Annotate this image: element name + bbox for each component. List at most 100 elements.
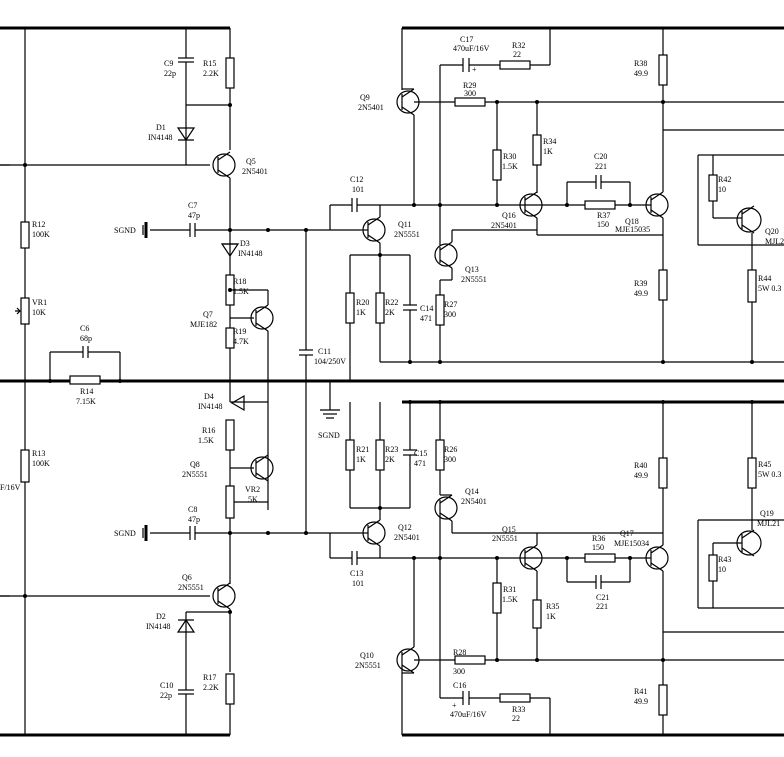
label-r14: R14 xyxy=(80,387,93,396)
resistor-r30 xyxy=(492,149,502,181)
label-q19: Q19 xyxy=(760,509,774,518)
value-q19: MJL21 xyxy=(757,519,780,528)
diode-d2 xyxy=(176,618,196,633)
label-c21: C21 xyxy=(596,593,609,602)
transistor-q13 xyxy=(434,243,458,267)
label-r33: R33 xyxy=(512,705,525,714)
label-r32: R32 xyxy=(512,41,525,50)
value-c15: 471 xyxy=(414,459,426,468)
value-q5: 2N5401 xyxy=(242,167,268,176)
diode-d1 xyxy=(176,127,196,142)
resistor-r41 xyxy=(658,684,668,716)
value-q15: 2N5551 xyxy=(492,534,518,543)
value-d2: IN4148 xyxy=(146,622,170,631)
label-q20: Q20 xyxy=(765,227,779,236)
value-r22: 2K xyxy=(385,308,395,317)
transistor-q7 xyxy=(250,306,274,330)
resistor-r39 xyxy=(658,269,668,301)
value-r13: 100K xyxy=(32,459,50,468)
value-q9: 2N5401 xyxy=(358,103,384,112)
label-sgnd-top: SGND xyxy=(114,226,136,235)
value-r34: 1K xyxy=(543,147,553,156)
resistor-r13 xyxy=(20,449,30,483)
value-r27: 300 xyxy=(444,310,456,319)
label-q16: Q16 xyxy=(502,211,516,220)
label-q6: Q6 xyxy=(182,573,192,582)
potentiometer-vr2 xyxy=(225,485,235,519)
resistor-r23 xyxy=(375,439,385,471)
label-vr2: VR2 xyxy=(245,485,260,494)
resistor-r16 xyxy=(225,419,235,451)
label-r37: R37 xyxy=(597,211,610,220)
resistor-r34 xyxy=(532,134,542,166)
value-c12: 101 xyxy=(352,185,364,194)
value-r23: 2K xyxy=(385,455,395,464)
label-sgnd-bottom: SGND xyxy=(114,529,136,538)
value-r35: 1K xyxy=(546,612,556,621)
label-r26: R26 xyxy=(444,445,457,454)
value-r32: 22 xyxy=(513,50,521,59)
value-q7: MJE182 xyxy=(190,320,217,329)
label-r13: R13 xyxy=(32,449,45,458)
value-r19: 4.7K xyxy=(233,337,249,346)
lower-current-mirror: R26 300 Q14 2N5401 Q10 2N5551 R28 300 + … xyxy=(355,402,784,735)
resistor-r20 xyxy=(345,292,355,324)
value-q12: 2N5401 xyxy=(394,533,420,542)
label-r17: R17 xyxy=(203,673,216,682)
value-r43: 10 xyxy=(718,565,726,574)
transistor-q14 xyxy=(434,496,458,520)
label-c7: C7 xyxy=(188,201,197,210)
resistor-r31 xyxy=(492,582,502,614)
label-r28: R28 xyxy=(453,648,466,657)
transistor-q20 xyxy=(736,207,762,233)
value-c9: 22p xyxy=(164,69,176,78)
label-q14: Q14 xyxy=(465,487,479,496)
value-q6: 2N5551 xyxy=(178,583,204,592)
resistor-r27 xyxy=(435,294,445,326)
label-q13: Q13 xyxy=(465,265,479,274)
resistor-r28 xyxy=(454,655,486,665)
value-q11: 2N5551 xyxy=(394,230,420,239)
resistor-r44 xyxy=(747,269,757,303)
label-q10: Q10 xyxy=(360,651,374,660)
label-r41: R41 xyxy=(634,687,647,696)
label-plus-c16: + xyxy=(452,701,457,710)
label-c14: C14 xyxy=(420,304,433,313)
label-r12: R12 xyxy=(32,220,45,229)
value-c7: 47p xyxy=(188,211,200,220)
value-q13: 2N5551 xyxy=(461,275,487,284)
label-plus-c17: + xyxy=(472,65,477,74)
label-vr1: VR1 xyxy=(32,298,47,307)
label-r23: R23 xyxy=(385,445,398,454)
label-q8: Q8 xyxy=(190,460,200,469)
value-c16: 470uF/16V xyxy=(450,710,487,719)
label-r36: R36 xyxy=(592,534,605,543)
label-c8: C8 xyxy=(188,505,197,514)
resistor-r35 xyxy=(532,599,542,629)
value-vr2: 5K xyxy=(248,495,258,504)
label-r39: R39 xyxy=(634,279,647,288)
label-q9: Q9 xyxy=(360,93,370,102)
label-q18: Q18 xyxy=(625,217,639,226)
label-r15: R15 xyxy=(203,59,216,68)
label-r20: R20 xyxy=(356,298,369,307)
label-d4: D4 xyxy=(204,392,214,401)
transistor-q5 xyxy=(212,153,236,177)
label-q15: Q15 xyxy=(502,525,516,534)
value-r20: 1K xyxy=(356,308,366,317)
label-q12: Q12 xyxy=(398,523,412,532)
diode-d4 xyxy=(230,394,245,412)
value-r29: 300 xyxy=(464,89,476,98)
value-r39: 49.9 xyxy=(634,289,648,298)
label-r45: R45 xyxy=(758,460,771,469)
value-r26: 300 xyxy=(444,455,456,464)
transistor-q15 xyxy=(519,546,543,570)
resistor-r38 xyxy=(658,54,668,86)
junction-dots xyxy=(23,100,754,662)
value-q20: MJL2 xyxy=(765,237,784,246)
value-vr1: 10K xyxy=(32,308,46,317)
value-c10: 22p xyxy=(160,691,172,700)
value-r45: 5W 0.3 xyxy=(758,470,781,479)
